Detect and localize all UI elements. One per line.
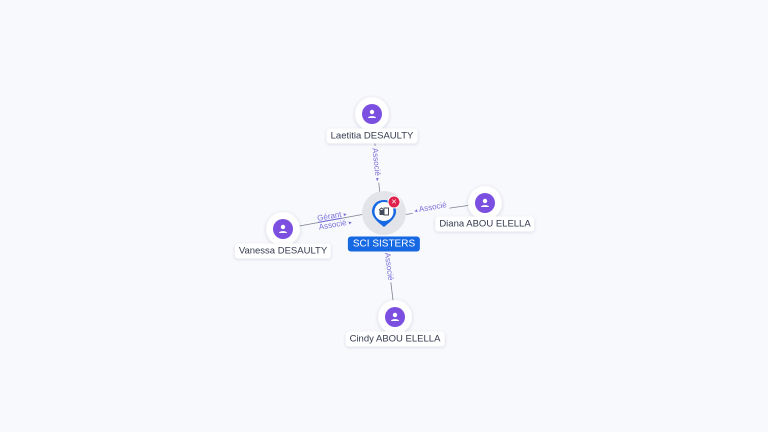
person-icon <box>362 104 382 124</box>
building-icon <box>378 207 389 216</box>
person-icon <box>475 193 495 213</box>
person-icon <box>273 219 293 239</box>
person-label-vanessa[interactable]: Vanessa DESAULTY <box>234 243 332 259</box>
person-node-laetitia[interactable] <box>355 97 389 131</box>
person-icon <box>385 307 405 327</box>
person-node-diana[interactable] <box>468 186 502 220</box>
person-label-laetitia[interactable]: Laetitia DESAULTY <box>326 128 418 144</box>
close-icon[interactable]: × <box>387 195 401 209</box>
person-label-diana[interactable]: Diana ABOU ELELLA <box>435 216 535 232</box>
company-label[interactable]: SCI SISTERS <box>347 236 421 252</box>
person-label-cindy[interactable]: Cindy ABOU ELELLA <box>345 331 445 347</box>
person-node-vanessa[interactable] <box>266 212 300 246</box>
person-node-cindy[interactable] <box>378 300 412 334</box>
